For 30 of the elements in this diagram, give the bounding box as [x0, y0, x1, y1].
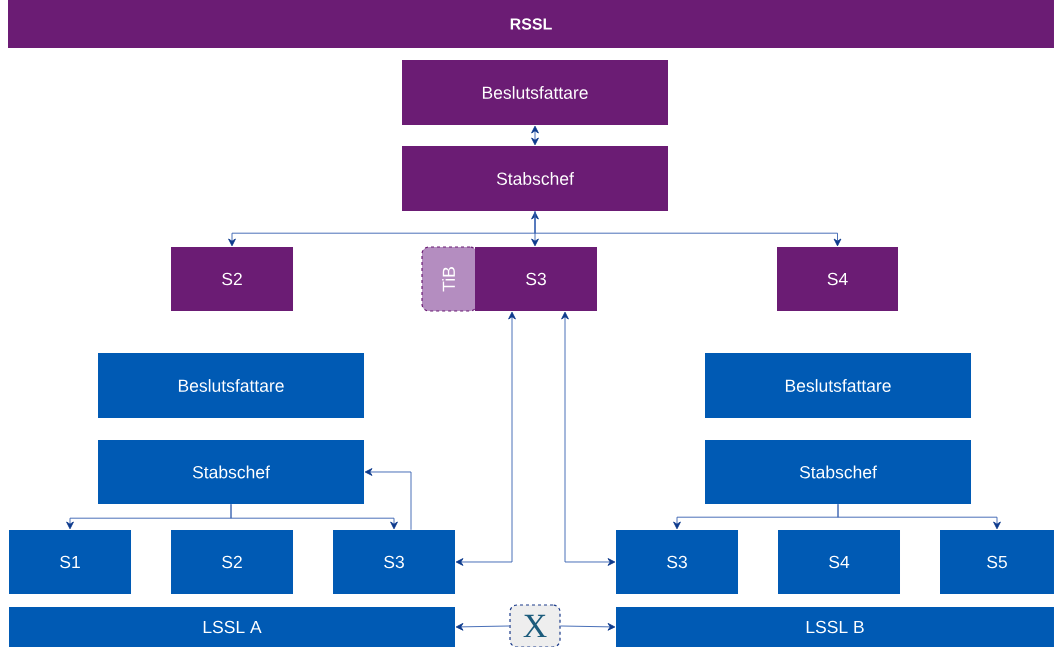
- role-box: S1: [9, 530, 131, 594]
- role-box: S4: [778, 530, 900, 594]
- arrow: [455, 311, 516, 566]
- role-box: S3: [475, 247, 597, 311]
- role-box: Beslutsfattare: [98, 353, 364, 418]
- header-band: RSSL: [8, 0, 1054, 48]
- role-box: Stabschef: [402, 146, 668, 211]
- role-box: Stabschef: [705, 440, 971, 504]
- role-box: S3: [333, 530, 455, 594]
- role-box: LSSL B: [616, 607, 1054, 647]
- arrow: [364, 468, 412, 531]
- role-box: S3: [616, 530, 738, 594]
- arrow: [837, 503, 1001, 530]
- arrow: [531, 211, 539, 247]
- arrow: [230, 503, 398, 530]
- role-box: S2: [171, 247, 293, 311]
- role-box: Beslutsfattare: [705, 353, 971, 418]
- arrow: [561, 311, 616, 566]
- role-box: S5: [940, 530, 1054, 594]
- arrow: [455, 623, 510, 631]
- arrow: [531, 125, 539, 146]
- role-box: S4: [777, 247, 898, 311]
- cross-box: X: [509, 604, 561, 647]
- role-box: LSSL A: [9, 607, 455, 647]
- role-box: Beslutsfattare: [402, 60, 668, 125]
- arrow: [560, 623, 616, 631]
- tab-box: TiB: [421, 246, 478, 312]
- role-box: S2: [171, 530, 293, 594]
- role-box: Stabschef: [98, 440, 364, 504]
- arrow: [534, 210, 842, 247]
